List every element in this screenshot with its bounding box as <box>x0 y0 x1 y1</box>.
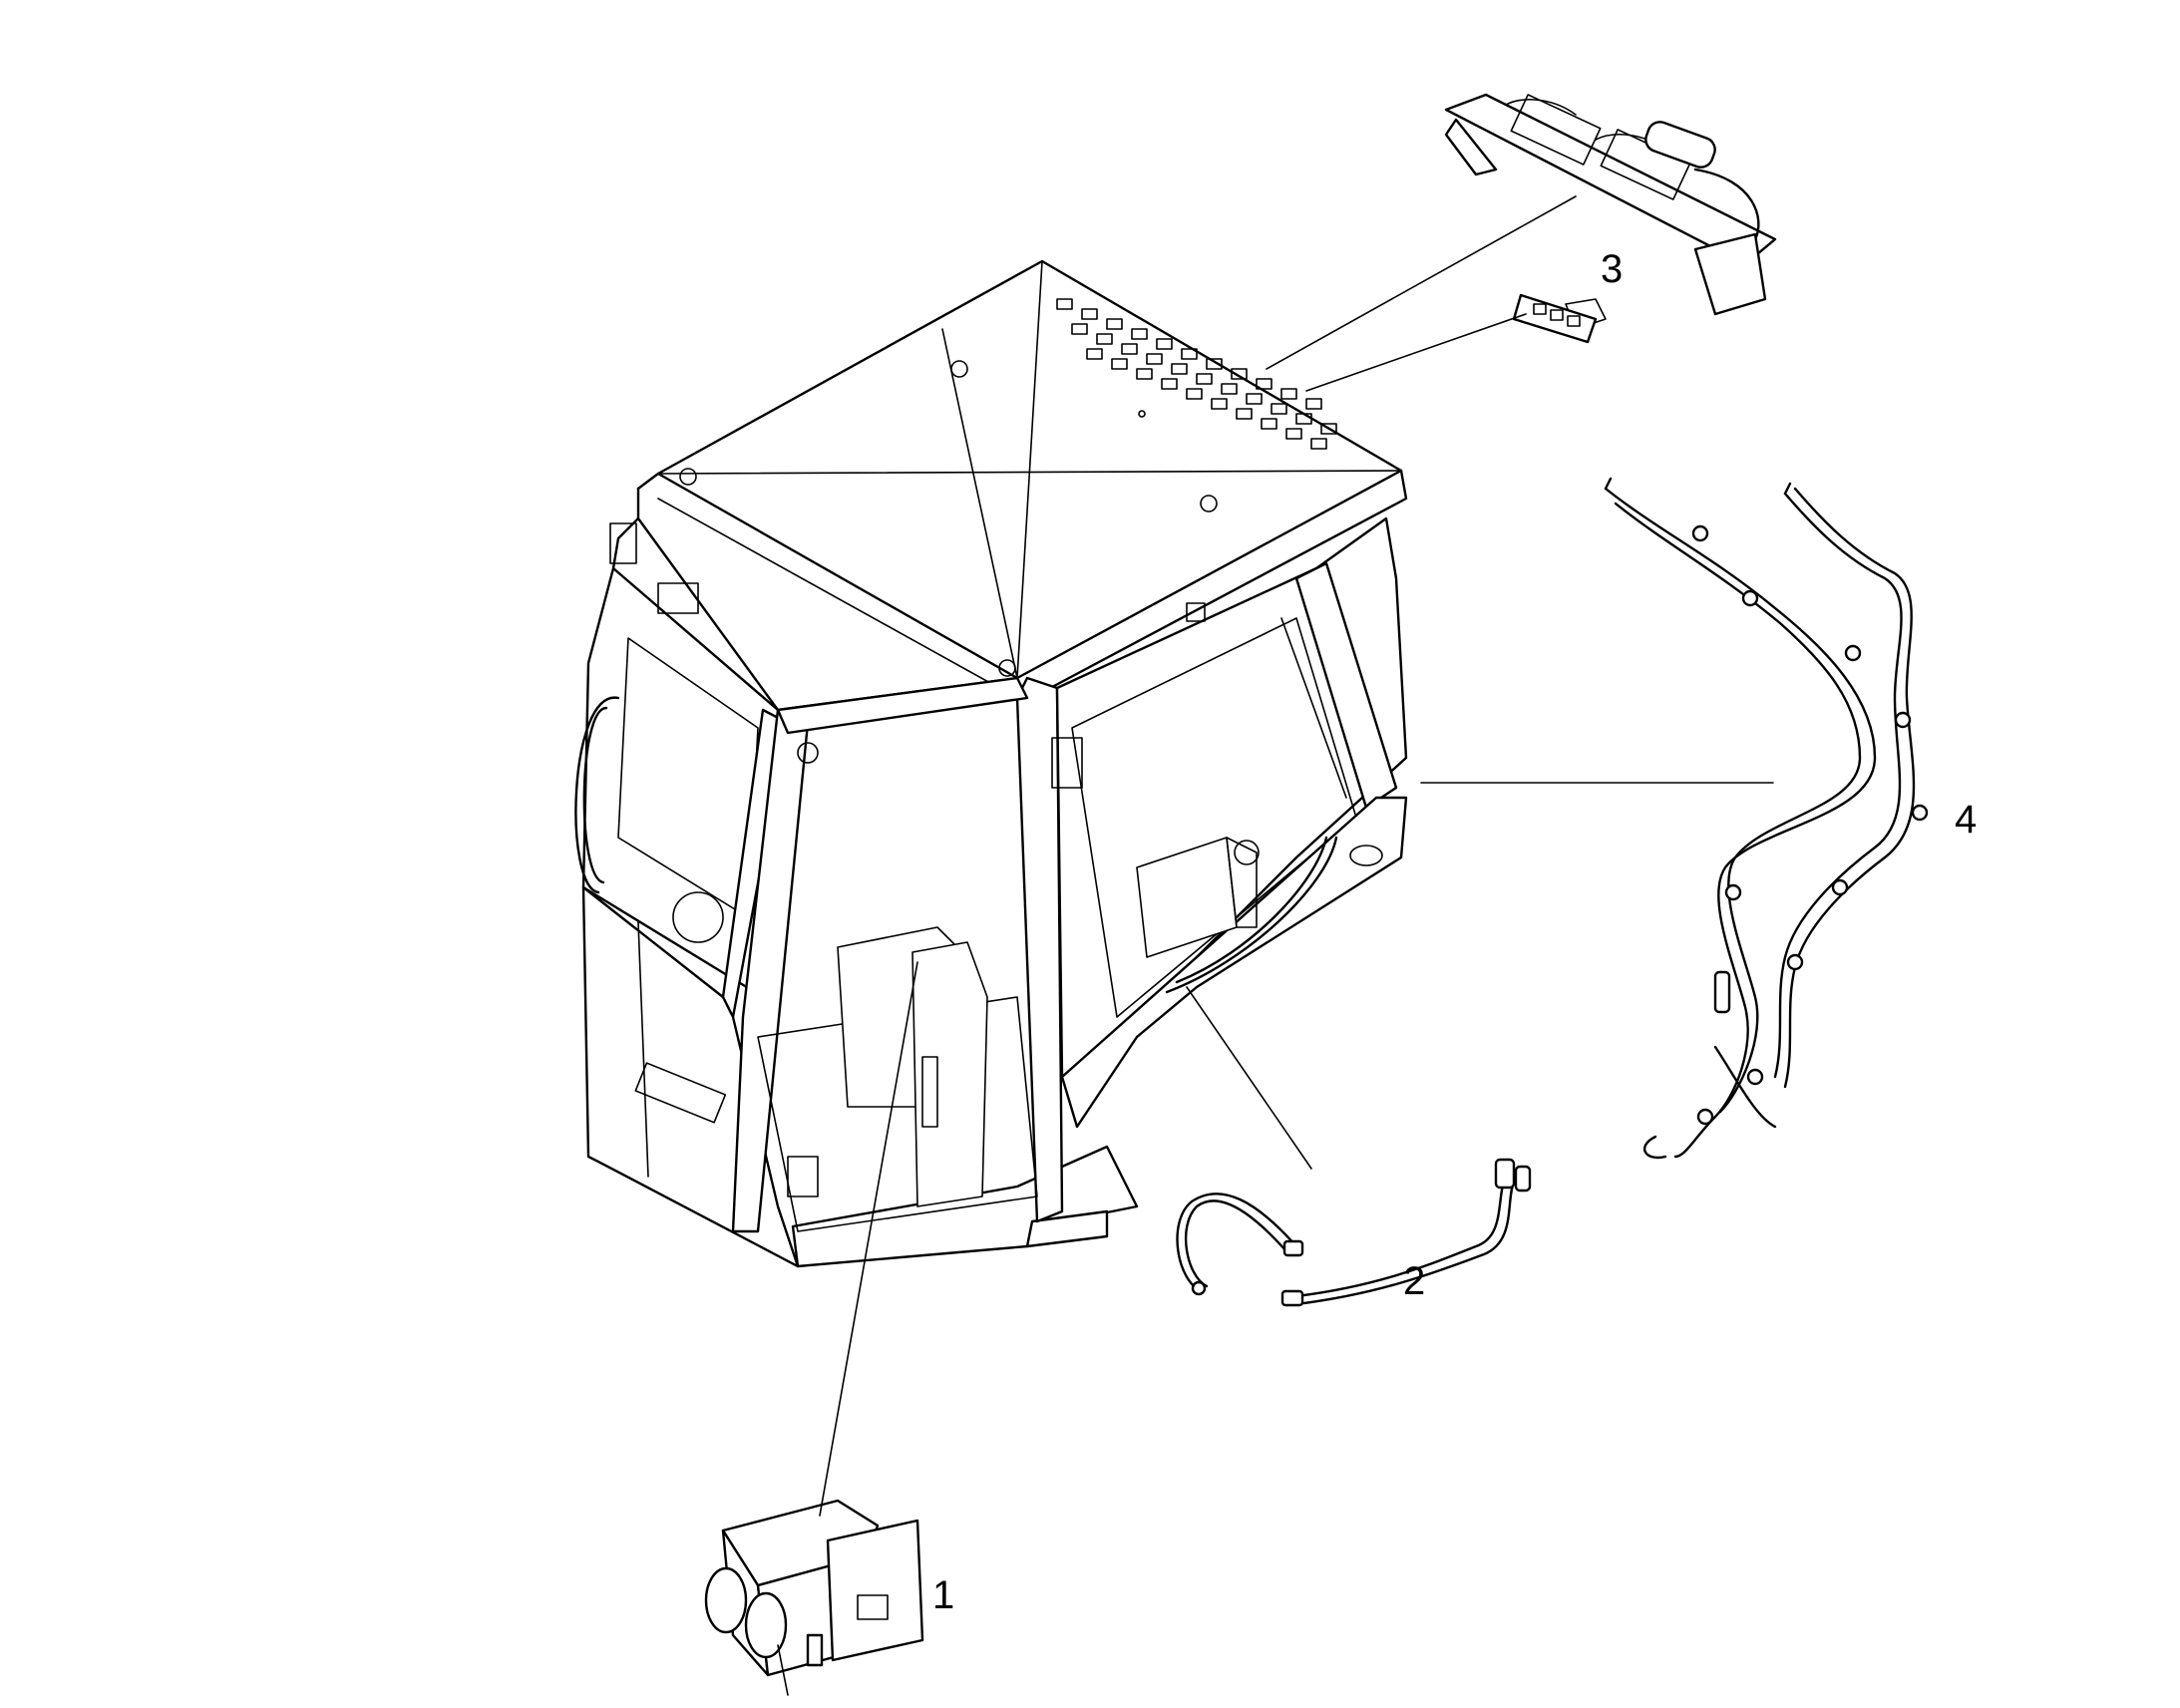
leader-line-1 <box>819 961 918 1517</box>
callout-4: 4 <box>1955 798 1977 842</box>
part-3-control-panel <box>1512 293 1598 344</box>
leader-line-3a <box>1266 195 1577 370</box>
part-1-heater-unit <box>704 1499 924 1696</box>
callout-3: 3 <box>1601 247 1623 291</box>
leader-lines <box>819 195 1774 1517</box>
callout-1: 1 <box>932 1573 954 1617</box>
callout-2: 2 <box>1403 1259 1425 1303</box>
part-4-hose-harness <box>1604 477 1929 1160</box>
part-2-hoses <box>1176 1158 1532 1307</box>
cab-body <box>574 259 1408 1268</box>
part-3-roof-ac-module <box>1444 93 1777 344</box>
roof-vent-grid <box>1056 298 1337 450</box>
leader-line-2 <box>1186 986 1312 1170</box>
leader-line-3b <box>1305 313 1527 392</box>
